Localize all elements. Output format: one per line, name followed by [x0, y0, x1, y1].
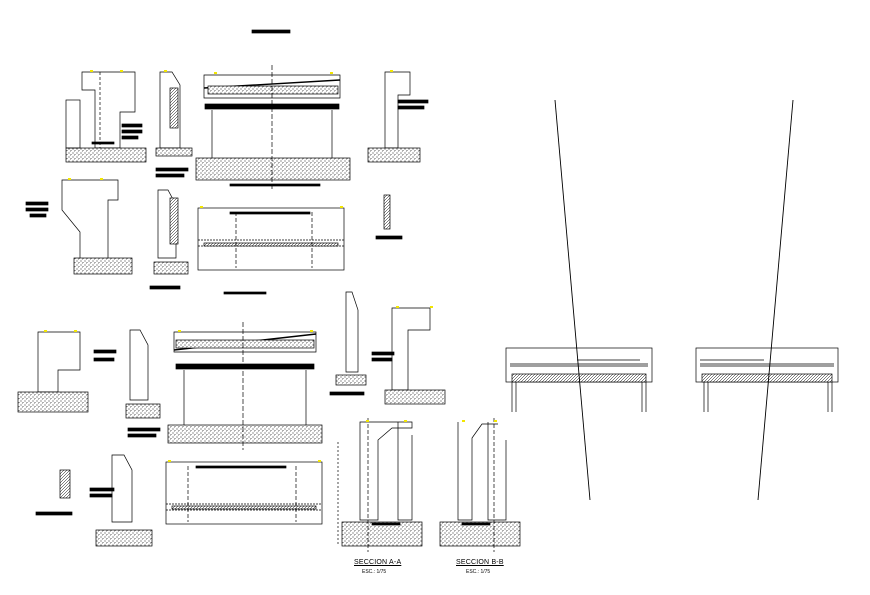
bridge-elevation-1 [195, 65, 351, 190]
wing-wall-section-3 [371, 307, 446, 405]
bridge-perspective-right [695, 99, 839, 501]
bridge-plan-2 [165, 461, 323, 525]
wall-section-2 [149, 189, 189, 290]
abutment-section-1 [65, 71, 147, 163]
wing-wall-section-1 [367, 71, 429, 163]
section-b-b-title: SECCION B-B [456, 559, 504, 566]
small-detail-1 [375, 194, 403, 240]
bridge-perspective-left [505, 99, 653, 501]
section-a-a-title: SECCION A-A [354, 559, 402, 566]
bridge-elevation-2 [167, 322, 323, 450]
wall-section-3 [125, 329, 161, 438]
bridge-plan-1 [197, 207, 345, 295]
abutment-section-4 [89, 454, 153, 547]
section-a-a-drawing [337, 418, 423, 552]
abutment-section-3 [17, 331, 117, 413]
section-b-b-scale: ESC.: 1/75 [466, 569, 491, 575]
sheet-heading-mark [251, 29, 291, 34]
wing-wall-section-2 [329, 291, 367, 396]
section-a-a-scale: ESC.: 1/75 [362, 569, 387, 575]
small-detail-2 [35, 469, 73, 516]
dimension-markers [44, 70, 497, 462]
section-b-b-drawing [439, 418, 521, 552]
abutment-section-2 [25, 179, 133, 275]
wall-section-1 [155, 71, 193, 178]
